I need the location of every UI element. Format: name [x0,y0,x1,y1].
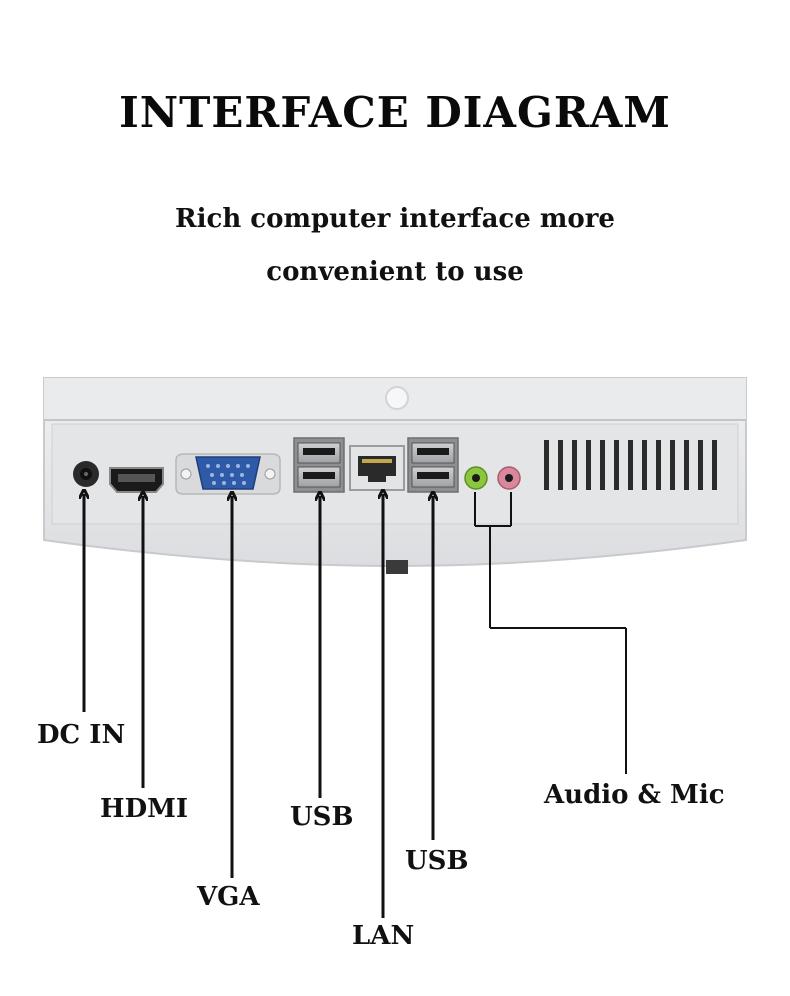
label-lan: LAN [352,921,415,951]
mic-jack-icon [497,466,521,490]
label-hdmi: HDMI [100,794,189,824]
stand-foot [386,560,408,574]
lan-port-icon [349,445,405,491]
vga-port-icon [175,453,281,495]
vent-grille [544,440,717,490]
dc-in-port-icon [73,461,99,487]
label-dc-in: DC IN [37,720,126,750]
label-audio-mic: Audio & Mic [544,780,725,810]
hdmi-port-icon [109,467,164,493]
label-vga: VGA [197,882,260,912]
audio-jack-icon [464,466,488,490]
page-title: INTERFACE DIAGRAM [119,88,671,137]
subtitle-line-1: Rich computer interface more [175,204,615,234]
subtitle-line-2: convenient to use [266,257,524,287]
screw-icon [385,386,409,410]
usb-port-left-icon [293,437,345,493]
usb-port-right-icon [407,437,459,493]
device-rear-panel [43,377,747,574]
pointer-arrows [84,494,433,918]
audio-mic-connector [474,492,627,774]
label-usb-right: USB [405,846,469,876]
label-usb-left: USB [290,802,354,832]
